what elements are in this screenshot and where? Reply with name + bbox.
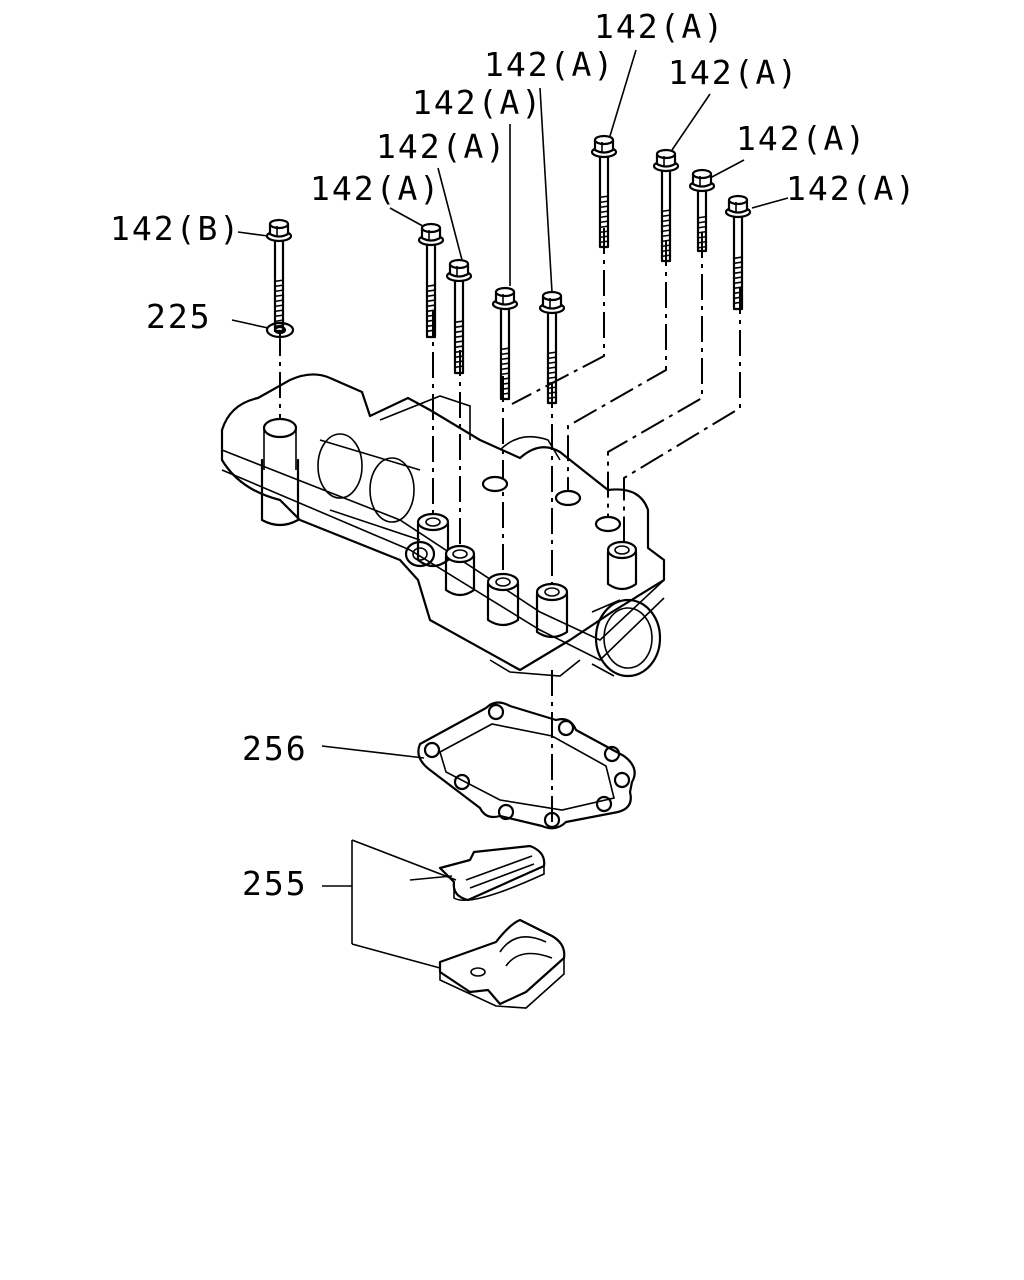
bolt-a-5 (590, 134, 618, 249)
gasket-bolt-holes (423, 703, 631, 829)
callout-bolt-a-6: 142(A) (736, 119, 867, 158)
callout-washer: 225 (146, 297, 212, 336)
callout-bolt-b: 142(B) (110, 209, 241, 248)
bolt-a-8 (724, 194, 752, 311)
bolt-a-6 (652, 148, 680, 263)
bolt-a-3 (491, 286, 519, 401)
callout-bolt-a-2: 142(A) (484, 45, 615, 84)
callout-gasket: 256 (242, 729, 308, 768)
callout-bolt-a-8: 142(A) (786, 169, 917, 208)
callout-bolt-a-4: 142(A) (412, 83, 543, 122)
separator-plates (409, 844, 566, 1009)
bolt-a-1 (417, 222, 445, 339)
washer (265, 321, 295, 339)
bolt-a-4 (538, 290, 566, 405)
valve-body-housing (220, 373, 666, 678)
leader-lines (231, 49, 789, 969)
bolt-b (265, 218, 293, 333)
callout-bolt-a-5: 142(A) (376, 127, 507, 166)
callout-plates: 255 (242, 864, 308, 903)
callout-bolt-a-1: 142(A) (594, 7, 725, 46)
callout-bolt-a-7: 142(A) (310, 169, 441, 208)
bolts-group (265, 134, 752, 405)
bolt-a-7 (688, 168, 716, 253)
callout-bolt-a-3: 142(A) (668, 53, 799, 92)
bolt-a-2 (445, 258, 473, 375)
callout-labels: 142(A) 142(A) 142(A) 142(A) 142(A) 142(A… (110, 7, 917, 903)
bolt-bosses (416, 475, 638, 639)
assembly-center-lines (279, 228, 741, 822)
gasket (417, 701, 636, 830)
